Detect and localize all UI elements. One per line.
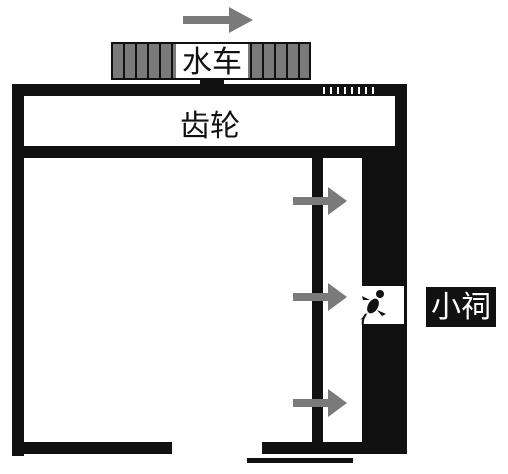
water-wheel-label-bg (176, 44, 248, 78)
lizard-figure-icon (360, 290, 386, 331)
channel-right-arrow-icon-1 (293, 187, 347, 215)
gear-band-bottom (12, 146, 407, 158)
axle (200, 78, 224, 86)
frame-top-beam (12, 84, 407, 96)
floor-right (262, 442, 407, 454)
water-wheel: 水车 (111, 42, 311, 80)
water-wheel-label: 水车 (182, 45, 242, 80)
frame-left-wall (12, 84, 24, 456)
top-beam-hatch (323, 87, 374, 94)
shrine-label-group: 小祠 (426, 287, 496, 327)
shrine-label: 小祠 (431, 290, 491, 325)
shaft (312, 156, 323, 454)
gear-label: 齿轮 (180, 109, 240, 144)
shrine-label-bg (426, 287, 496, 327)
floor-left (12, 442, 172, 454)
channel-right-arrow-icon-3 (293, 389, 347, 417)
top-right-arrow-icon (183, 7, 253, 33)
channel-right-arrow-icon-2 (293, 283, 347, 311)
base-line (247, 458, 353, 463)
water-wheel-paddles (123, 43, 300, 79)
